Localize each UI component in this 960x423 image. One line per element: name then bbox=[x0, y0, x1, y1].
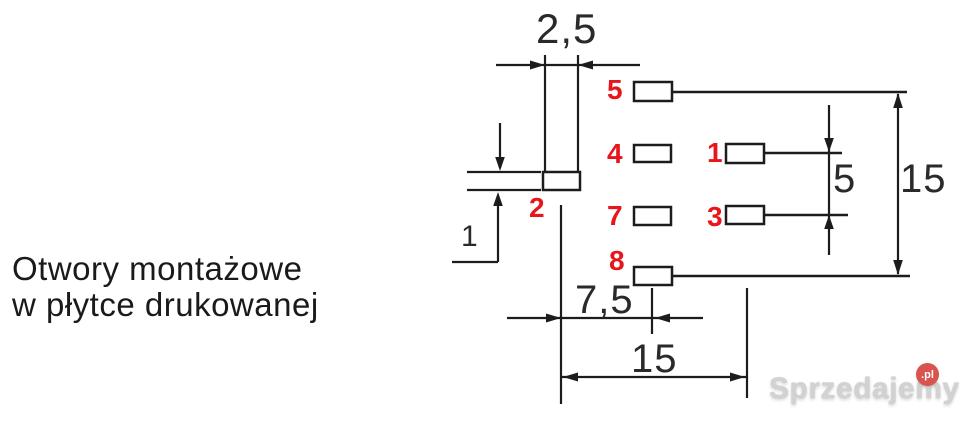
arrowhead-left-icon bbox=[578, 60, 593, 70]
pad-2-slot-outline bbox=[541, 55, 582, 192]
pad-5-hole bbox=[632, 80, 674, 103]
pad-4-hole bbox=[632, 143, 673, 164]
pad-extension-lines bbox=[672, 90, 910, 278]
dim-slot-width-lines bbox=[496, 60, 640, 70]
dim-col-offset-label: 7,5 bbox=[575, 278, 634, 322]
dim-row-span-lines bbox=[893, 93, 903, 275]
dim-col-span-label: 15 bbox=[631, 337, 678, 381]
pad-8-label: 8 bbox=[609, 245, 625, 276]
arrowhead-right-icon bbox=[730, 372, 745, 382]
arrowhead-left-icon bbox=[655, 313, 670, 323]
arrowhead-right-icon bbox=[530, 60, 545, 70]
dim-col-span-lines bbox=[561, 372, 747, 382]
arrowhead-up-icon bbox=[824, 215, 834, 229]
dim-hole-height-lines bbox=[452, 123, 541, 264]
pad-1-label: 1 bbox=[707, 137, 723, 168]
pad-3-hole bbox=[724, 204, 766, 226]
dim-hole-height-label: 1 bbox=[461, 220, 479, 253]
caption-line-2: w płytce drukowanej bbox=[12, 286, 319, 323]
pad-8-hole bbox=[632, 265, 674, 287]
pad-7-hole bbox=[632, 205, 673, 227]
arrowhead-down-icon bbox=[495, 157, 505, 171]
pad-7-label: 7 bbox=[607, 200, 623, 231]
dim-slot-width-label: 2,5 bbox=[536, 5, 598, 52]
pad-4-label: 4 bbox=[607, 138, 623, 169]
pad-2-label: 2 bbox=[529, 192, 545, 223]
pad-5-label: 5 bbox=[607, 74, 623, 105]
bottom-extension-lines bbox=[559, 205, 749, 404]
arrowhead-down-icon bbox=[893, 260, 903, 275]
arrowhead-down-icon bbox=[824, 138, 834, 152]
watermark-pl-badge: .pl bbox=[916, 363, 939, 386]
pad-1-hole bbox=[724, 142, 766, 165]
arrowhead-left-icon bbox=[563, 372, 578, 382]
arrowhead-up-icon bbox=[893, 93, 903, 108]
pad-2-hole bbox=[541, 170, 582, 192]
pad-3-label: 3 bbox=[707, 201, 723, 232]
caption-line-1: Otwory montażowe bbox=[12, 250, 303, 287]
dim-col-offset-lines bbox=[507, 313, 703, 323]
dim-row-pitch-lines bbox=[824, 105, 834, 255]
arrowhead-up-icon bbox=[493, 192, 503, 206]
arrowhead-right-icon bbox=[546, 313, 561, 323]
diagram-caption: Otwory montażowe w płytce drukowanej bbox=[12, 251, 319, 323]
dim-row-span-label: 15 bbox=[900, 157, 947, 201]
dim-row-pitch-label: 5 bbox=[833, 157, 857, 201]
